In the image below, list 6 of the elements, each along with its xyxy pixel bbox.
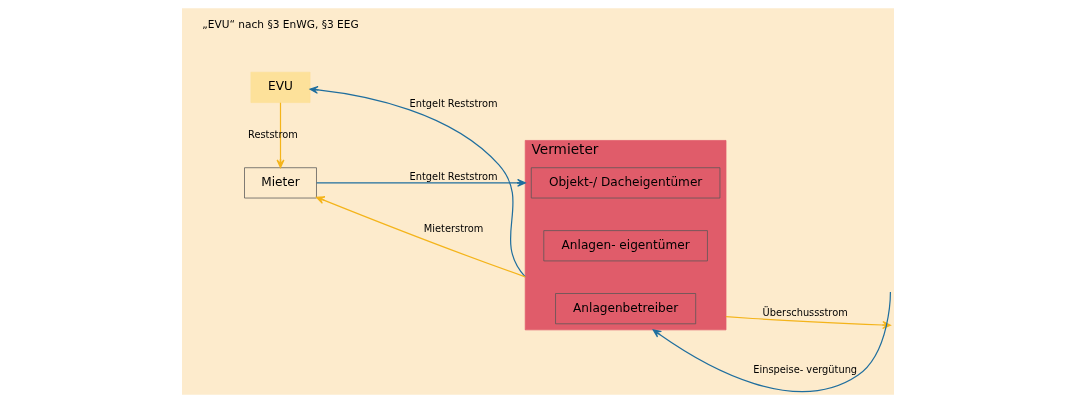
edge-label: Einspeise- vergütung (753, 363, 858, 375)
edge-label: Entgelt Reststrom (409, 171, 498, 183)
edge-label: Überschussstrom (762, 306, 848, 318)
label: „EVU“ nach §3 EnWG, §3 EEG (202, 18, 359, 31)
edge-label: Entgelt Reststrom (409, 98, 498, 110)
edge-label: Mieterstrom (423, 223, 484, 235)
